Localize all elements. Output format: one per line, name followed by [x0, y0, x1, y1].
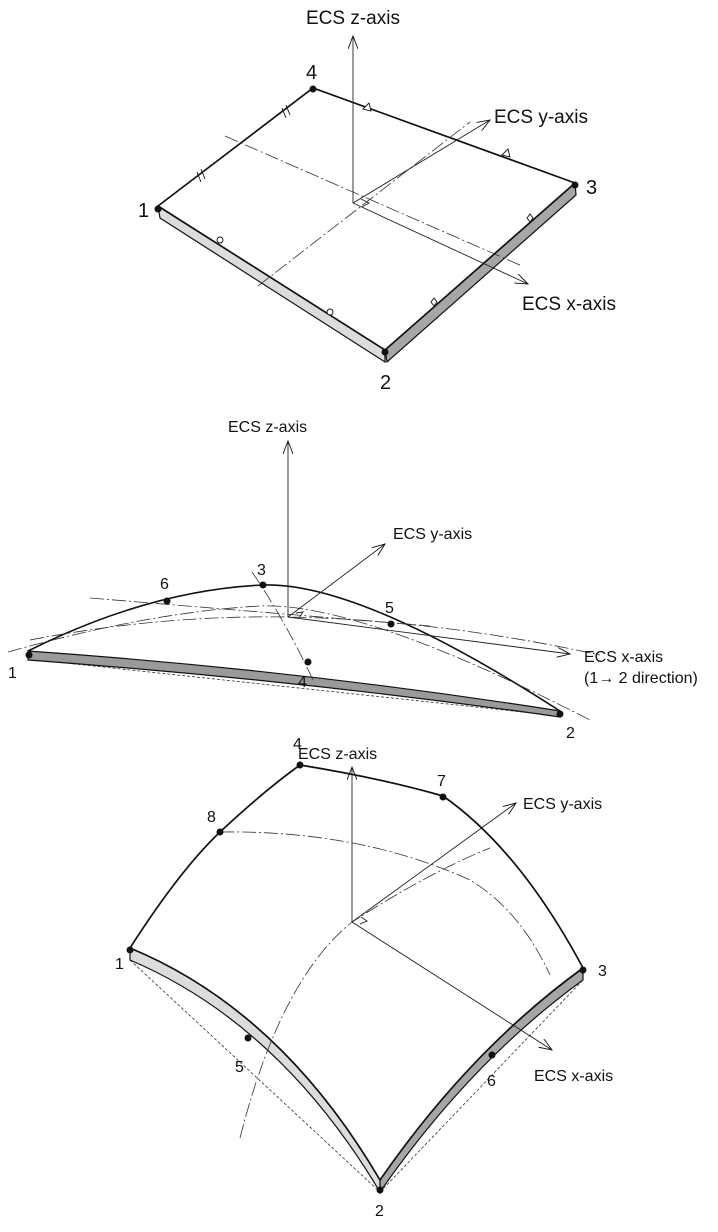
cshell-node-7	[439, 793, 447, 801]
beam-y-axis-label: ECS y-axis	[393, 526, 472, 543]
cshell-node-3	[579, 966, 587, 974]
beam-right-angle-mark	[295, 611, 304, 619]
cshell-right-angle-mark	[359, 916, 368, 925]
z-axis-label: ECS z-axis	[306, 8, 400, 29]
cshell-node-label-6: 6	[487, 1073, 496, 1090]
cshell-chord-right	[379, 979, 584, 1193]
beam-x-axis	[287, 616, 570, 654]
beam-node-2	[556, 710, 564, 718]
beam-x-axis-label: ECS x-axis	[584, 649, 663, 666]
beam-y-axis	[287, 544, 385, 618]
beam-node-label-3: 3	[257, 562, 266, 579]
beam-node-6	[163, 597, 171, 605]
x-axis-label: ECS x-axis	[522, 294, 616, 315]
beam-ref-curve-2	[7, 605, 591, 721]
beam-node-3	[259, 581, 267, 589]
flat-shell-x-axis	[352, 202, 528, 284]
cshell-node-6	[488, 1051, 496, 1059]
cshell-node-5	[244, 1034, 252, 1042]
shell-centerline-1	[224, 135, 523, 267]
node-4	[309, 85, 317, 93]
beam-node-label-4: 4	[298, 674, 307, 691]
node-label-3: 3	[586, 177, 597, 199]
cshell-mid-curve-2	[239, 847, 491, 1139]
beam-node-1	[25, 651, 33, 659]
node-2	[381, 348, 389, 356]
beam-top-curve	[27, 584, 561, 712]
cshell-x-axis	[351, 921, 552, 1050]
beam-ref-line-1	[89, 597, 431, 627]
beam-node-label-2: 2	[566, 725, 575, 742]
beam-node-label-5: 5	[385, 600, 394, 617]
cshell-node-label-7: 7	[437, 773, 446, 790]
panel-curved-shell: ECS z-axis ECS y-axis ECS x-axis 1 2 3 4…	[115, 736, 613, 1220]
cshell-node-4	[296, 761, 304, 769]
panel-flat-shell: ECS z-axis ECS y-axis ECS x-axis 1 2 3 4	[138, 8, 616, 394]
right-angle-mark	[360, 198, 370, 208]
cshell-node-label-1: 1	[115, 956, 124, 973]
cshell-x-axis-label: ECS x-axis	[534, 1068, 613, 1085]
cshell-node-8	[216, 828, 224, 836]
cshell-y-axis-label: ECS y-axis	[523, 796, 602, 813]
cshell-node-1	[126, 946, 134, 954]
node-3	[571, 181, 579, 189]
cshell-node-label-3: 3	[598, 963, 607, 980]
cshell-z-axis-label: ECS z-axis	[298, 746, 377, 763]
cshell-node-2	[376, 1186, 384, 1194]
beam-node-5	[387, 620, 395, 628]
beam-ref-curve-1	[29, 616, 601, 656]
cshell-chord-front	[129, 959, 381, 1193]
beam-chord	[27, 658, 561, 717]
cshell-top-surface	[128, 764, 585, 1182]
node-label-4: 4	[306, 62, 317, 84]
node-label-1: 1	[138, 200, 149, 222]
cshell-y-axis	[351, 803, 516, 923]
cshell-mid-curve-1	[219, 831, 551, 976]
cshell-node-label-4: 4	[293, 736, 302, 753]
shell-centerline-2	[257, 121, 471, 287]
y-axis-label: ECS y-axis	[494, 107, 588, 128]
beam-x-axis-note: (1→ 2 direction)	[584, 670, 698, 687]
node-label-2: 2	[380, 372, 391, 394]
beam-z-axis-label: ECS z-axis	[228, 419, 307, 436]
edge-tick-marks	[196, 102, 534, 316]
cshell-node-label-8: 8	[207, 809, 216, 826]
flat-shell-y-axis	[352, 120, 490, 204]
cshell-node-label-2: 2	[375, 1203, 384, 1220]
beam-body	[27, 650, 561, 718]
beam-node-label-1: 1	[8, 665, 17, 682]
beam-ref-curve-3	[251, 571, 315, 683]
cshell-node-label-5: 5	[235, 1059, 244, 1076]
beam-node-label-6: 6	[160, 576, 169, 593]
panel-curved-beam: ECS z-axis ECS y-axis ECS x-axis (1→ 2 d…	[7, 419, 698, 742]
beam-node-4	[304, 658, 312, 666]
node-1	[154, 205, 162, 213]
